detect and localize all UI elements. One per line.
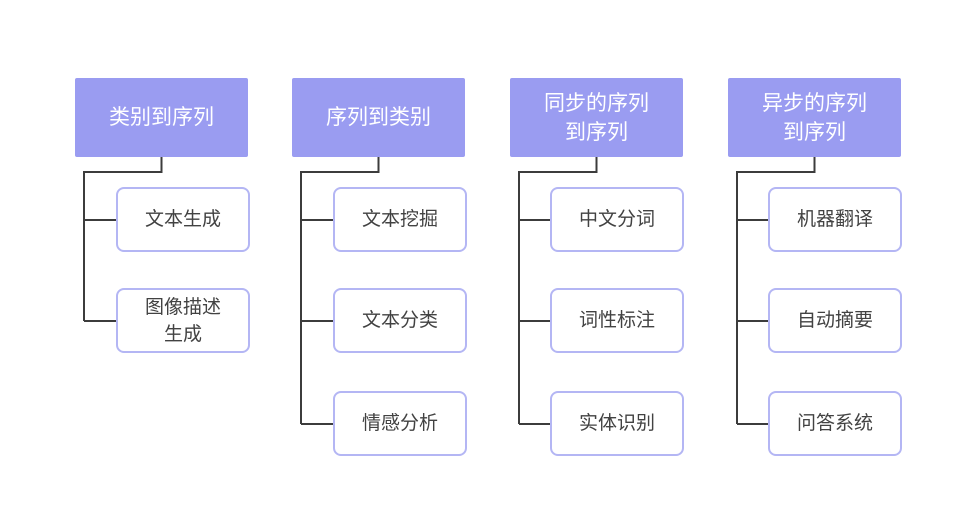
child-node: 机器翻译 bbox=[768, 187, 902, 252]
child-node: 问答系统 bbox=[768, 391, 902, 456]
header-node-async-seq-to-seq: 异步的序列 到序列 bbox=[728, 78, 901, 157]
child-node: 中文分词 bbox=[550, 187, 684, 252]
connector-group-3 bbox=[518, 156, 598, 425]
child-node: 词性标注 bbox=[550, 288, 684, 353]
child-node: 文本生成 bbox=[116, 187, 250, 252]
header-node-category-to-sequence: 类别到序列 bbox=[75, 78, 248, 157]
connector-group-1 bbox=[83, 156, 163, 322]
child-node: 图像描述 生成 bbox=[116, 288, 250, 353]
child-node: 文本分类 bbox=[333, 288, 467, 353]
child-node: 自动摘要 bbox=[768, 288, 902, 353]
child-node: 实体识别 bbox=[550, 391, 684, 456]
connector-group-2 bbox=[300, 156, 380, 425]
header-node-sync-seq-to-seq: 同步的序列 到序列 bbox=[510, 78, 683, 157]
connector-group-4 bbox=[736, 156, 816, 425]
child-node: 情感分析 bbox=[333, 391, 467, 456]
child-node: 文本挖掘 bbox=[333, 187, 467, 252]
header-node-sequence-to-category: 序列到类别 bbox=[292, 78, 465, 157]
